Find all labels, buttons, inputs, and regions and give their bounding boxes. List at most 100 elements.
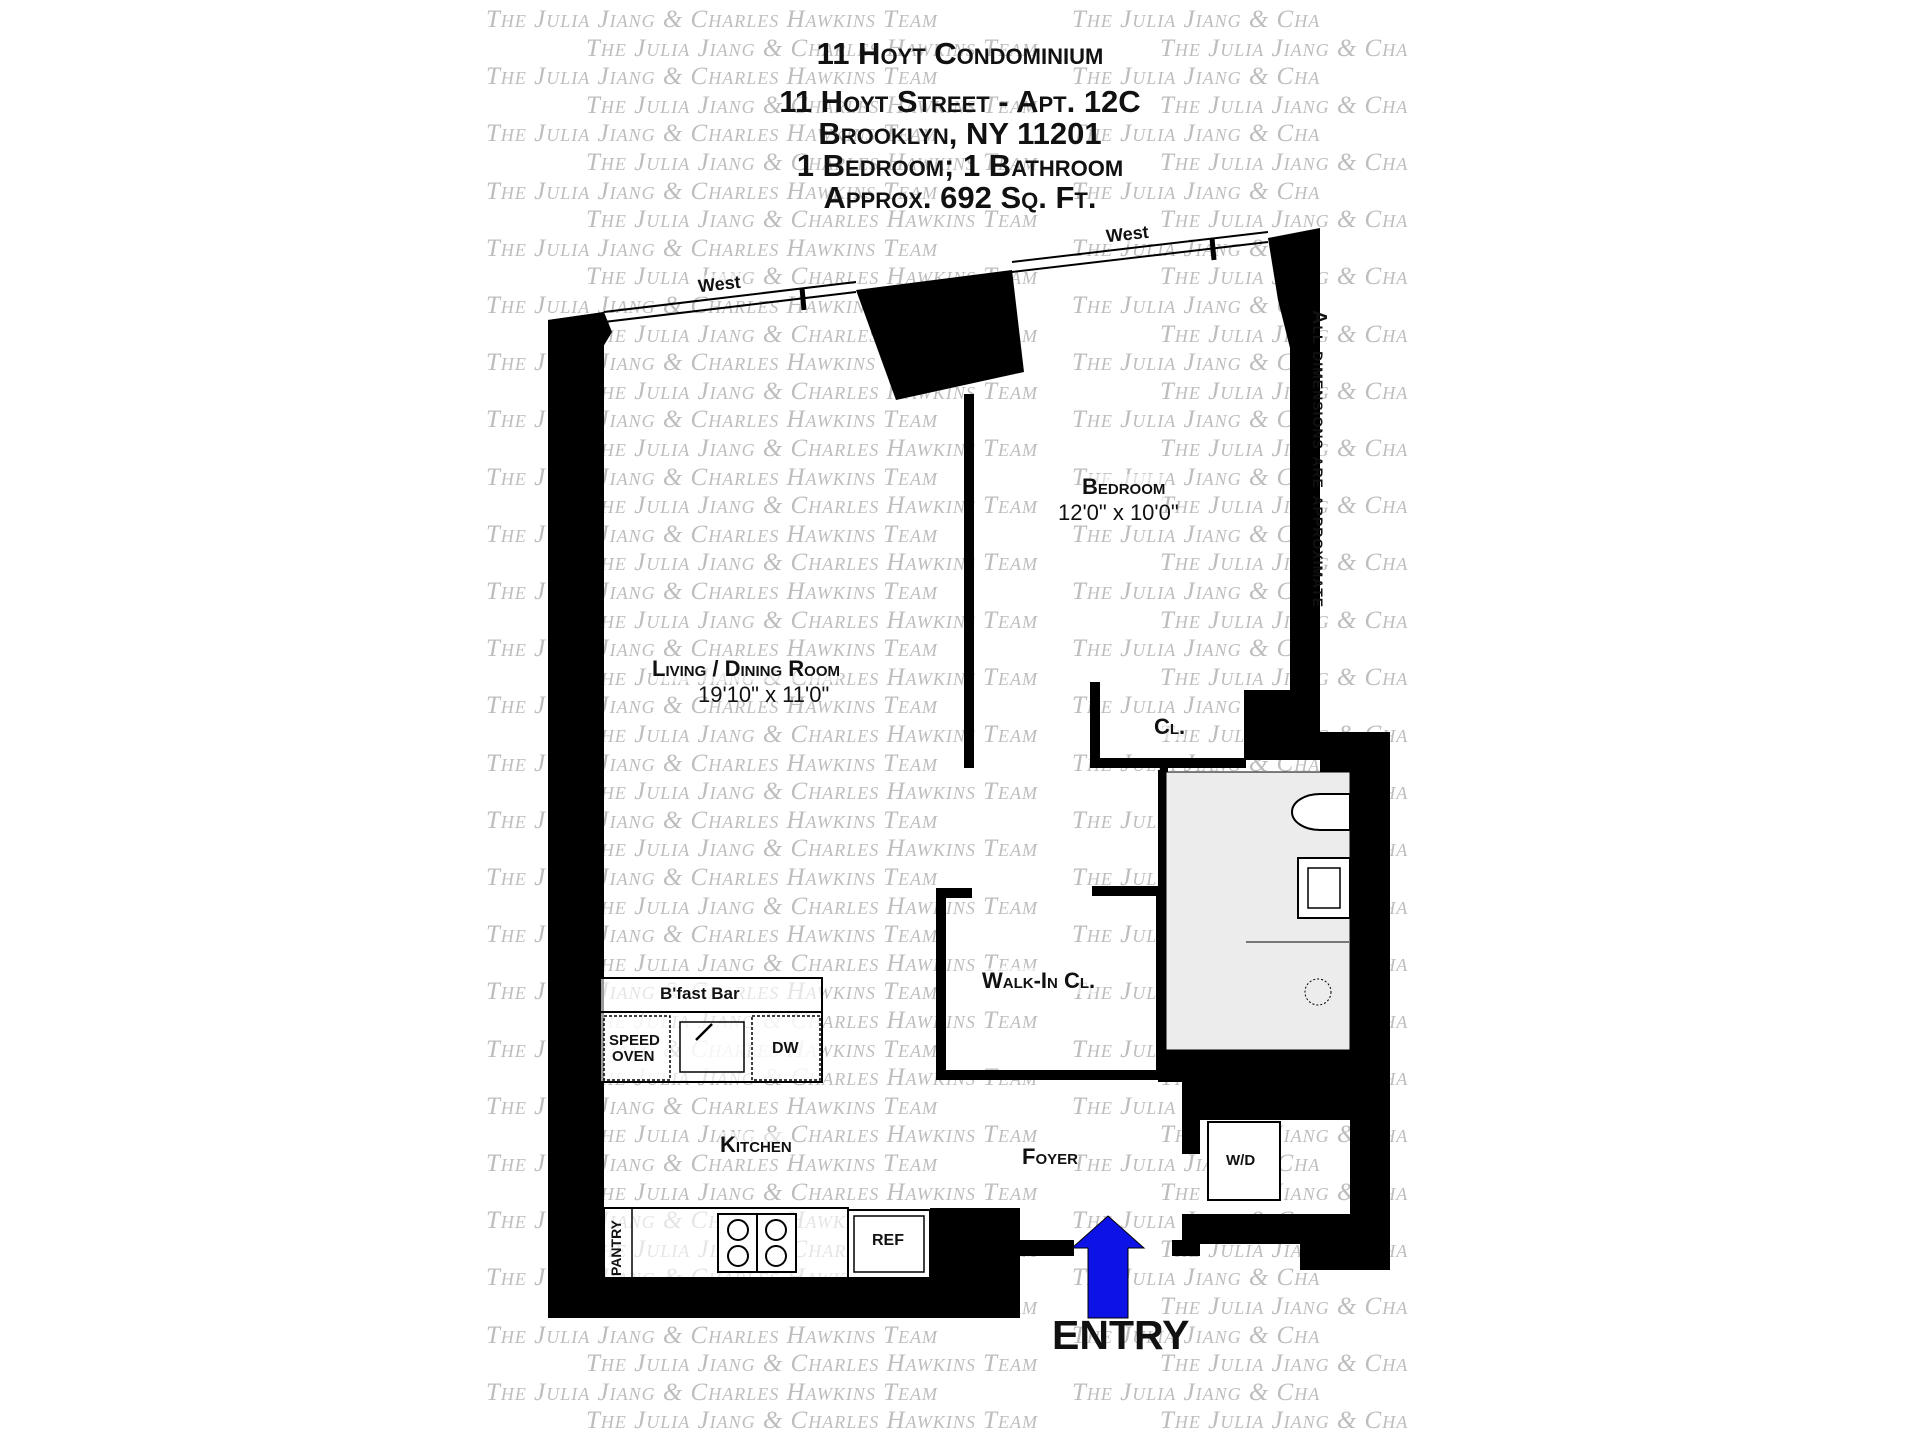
wall-laundry-top <box>1182 1082 1350 1120</box>
kitchen-label: Kitchen <box>720 1132 792 1158</box>
washer-dryer-label: W/D <box>1226 1152 1256 1169</box>
watermark-text: The Julia Jiang & Cha <box>1160 34 1409 62</box>
watermark-text: The Julia Jiang & Charles Hawkins Team <box>586 835 1038 863</box>
address-line1: 11 Hoyt Street - Apt. 12C <box>779 84 1141 119</box>
wall-bath-bottom <box>1158 1050 1350 1082</box>
watermark-text: The Julia Jiang & Charles Hawkins Team <box>586 778 1038 806</box>
watermark-text: The Julia Jiang & Cha <box>1160 663 1409 691</box>
watermark-text: The Julia Jiang & Cha <box>1072 6 1321 33</box>
watermark-text: The Julia Jiang & Cha <box>1160 1407 1409 1435</box>
west-label-right: West <box>1105 221 1150 248</box>
west-windows <box>603 231 1269 323</box>
watermark-text: The Julia Jiang & Cha <box>1072 520 1321 548</box>
watermark-text: The Julia Jiang & Charles Hawkins Team <box>486 1321 938 1349</box>
kitchen-sink <box>679 1021 745 1073</box>
watermark-text: The Julia Jiang & Charles Hawkins Team <box>586 549 1038 577</box>
wall-right <box>1290 300 1320 760</box>
toilet <box>1291 793 1351 831</box>
entry-arrow <box>1070 1215 1146 1319</box>
wall-top-left <box>548 312 612 352</box>
watermark-text: The Julia Jiang & Charles Hawkins Team <box>486 120 938 148</box>
watermark-text: The Julia Jiang & Cha <box>1072 349 1321 377</box>
washer-dryer <box>1207 1121 1281 1201</box>
watermark-text: The Julia Jiang & Cha <box>1160 206 1409 234</box>
watermark-text: The Julia Jiang & Charles Hawkins Team <box>586 1407 1038 1435</box>
watermark-text: The Julia Jiang & Cha <box>1072 177 1321 205</box>
watermark-text: The Julia Jiang & Cha <box>1160 606 1409 634</box>
kitchen-fixtures <box>599 977 931 1279</box>
watermark-text: The Julia Jiang & Cha <box>1072 578 1321 605</box>
bfast-bar-label: B'fast Bar <box>660 984 740 1004</box>
address-block: 11 Hoyt Street - Apt. 12C Brooklyn, NY 1… <box>700 86 1220 214</box>
watermark-text: The Julia Jiang & Charles Hawkins Team <box>586 206 1038 234</box>
watermark-text: The Julia Jiang & Cha <box>1160 149 1409 176</box>
watermark-text: The Julia Jiang & Charles Hawkins Team <box>586 149 1038 176</box>
speed-oven-label-2: OVEN <box>612 1048 655 1065</box>
building-name: 11 Hoyt Condominium <box>816 36 1104 71</box>
speed-oven <box>603 1015 671 1081</box>
wall-walkin-right <box>1156 886 1166 1076</box>
refrigerator-label: REF <box>872 1232 904 1249</box>
wall-laundry-left <box>1182 1082 1200 1154</box>
watermark-text: The Julia Jiang & Charles Hawkins Team <box>486 1378 938 1406</box>
watermark-text: The Julia Jiang & Cha <box>1160 1293 1409 1320</box>
bath-sink <box>1297 857 1351 919</box>
watermark-text: The Julia Jiang & Cha <box>1072 1321 1321 1349</box>
wall-walkin-bottom <box>936 1070 1182 1080</box>
door-jamb <box>1160 768 1168 778</box>
wall-bath-right <box>1300 732 1390 1270</box>
pantry-label: PANTRY <box>608 1220 624 1276</box>
living-room-dimensions: 19'10" x 11'0" <box>698 682 830 707</box>
watermark-text: The Julia Jiang & Cha <box>1072 120 1321 148</box>
wall-closet-bottom <box>1090 758 1246 768</box>
structural-column <box>856 270 1024 400</box>
watermark-text: The Julia Jiang & Charles Hawkins Team <box>486 6 938 33</box>
watermark-text: The Julia Jiang & Charles Hawkins Team <box>586 435 1038 462</box>
dimensions-note: All dimensions are approximate <box>1308 310 1330 609</box>
wall-walkin-top-r <box>1092 886 1162 896</box>
wall-bedroom-divider <box>964 394 974 768</box>
dishwasher-label: DW <box>772 1040 799 1057</box>
watermark-text: The Julia Jiang & Charles Hawkins Team <box>586 1178 1038 1206</box>
closet-label: Cl. <box>1154 714 1186 740</box>
wall-closet-right <box>1244 690 1320 760</box>
shower-drain <box>1304 978 1332 1006</box>
watermark-text: The Julia Jiang & Charles Hawkins Team <box>586 492 1038 520</box>
watermark-text: The Julia Jiang & Charles Hawkins Team <box>586 1350 1038 1378</box>
watermark-text: The Julia Jiang & Cha <box>1072 63 1321 91</box>
watermark-text: The Julia Jiang & Charles Hawkins Team <box>586 949 1038 977</box>
wall-walkin-left <box>936 888 946 1076</box>
dishwasher <box>751 1015 821 1081</box>
wall-laundry-bottom <box>1182 1214 1350 1244</box>
wall-walkin-top-l <box>936 888 972 898</box>
watermark-text: The Julia Jiang & Cha <box>1072 1378 1321 1406</box>
watermark-text: The Julia Jiang & Cha <box>1072 406 1321 434</box>
watermark-text: The Julia Jiang & Charles Hawkins Team <box>586 34 1038 62</box>
walk-in-closet-label: Walk-In Cl. <box>982 968 1096 994</box>
area-size: Approx. 692 Sq. Ft. <box>823 180 1097 215</box>
watermark-text: The Julia Jiang & Charles Hawkins Team <box>586 721 1038 748</box>
watermark-text: The Julia Jiang & Cha <box>1160 377 1409 405</box>
wall-bottom-kitchen <box>930 1208 1020 1318</box>
wall-entry-left <box>1020 1240 1074 1256</box>
wall-left <box>548 312 604 1318</box>
wall-closet-left <box>1090 682 1100 764</box>
entry-label: ENTRY <box>1052 1312 1190 1358</box>
bathroom <box>1165 771 1351 1051</box>
watermark-text: The Julia Jiang & Charles Hawkins Team <box>586 1121 1038 1149</box>
watermark-text: The Julia Jiang & Charles Hawkins Team <box>486 177 938 205</box>
living-room-label: Living / Dining Room <box>652 656 841 682</box>
address-line2: Brooklyn, NY 11201 <box>818 116 1102 151</box>
watermark-text: The Julia Jiang & Cha <box>1160 435 1409 462</box>
refrigerator <box>847 1209 931 1279</box>
wall-entry-right <box>1172 1240 1200 1256</box>
watermark-text: The Julia Jiang & Cha <box>1160 492 1409 520</box>
watermark-text: The Julia Jiang & Cha <box>1072 635 1321 663</box>
watermark-text: The Julia Jiang & Charles Hawkins Team <box>586 606 1038 634</box>
speed-oven-label-1: SPEED <box>609 1032 660 1049</box>
foyer-label: Foyer <box>1022 1144 1078 1170</box>
west-label-left: West <box>697 271 742 298</box>
watermark-text: The Julia Jiang & Cha <box>1160 1350 1409 1378</box>
